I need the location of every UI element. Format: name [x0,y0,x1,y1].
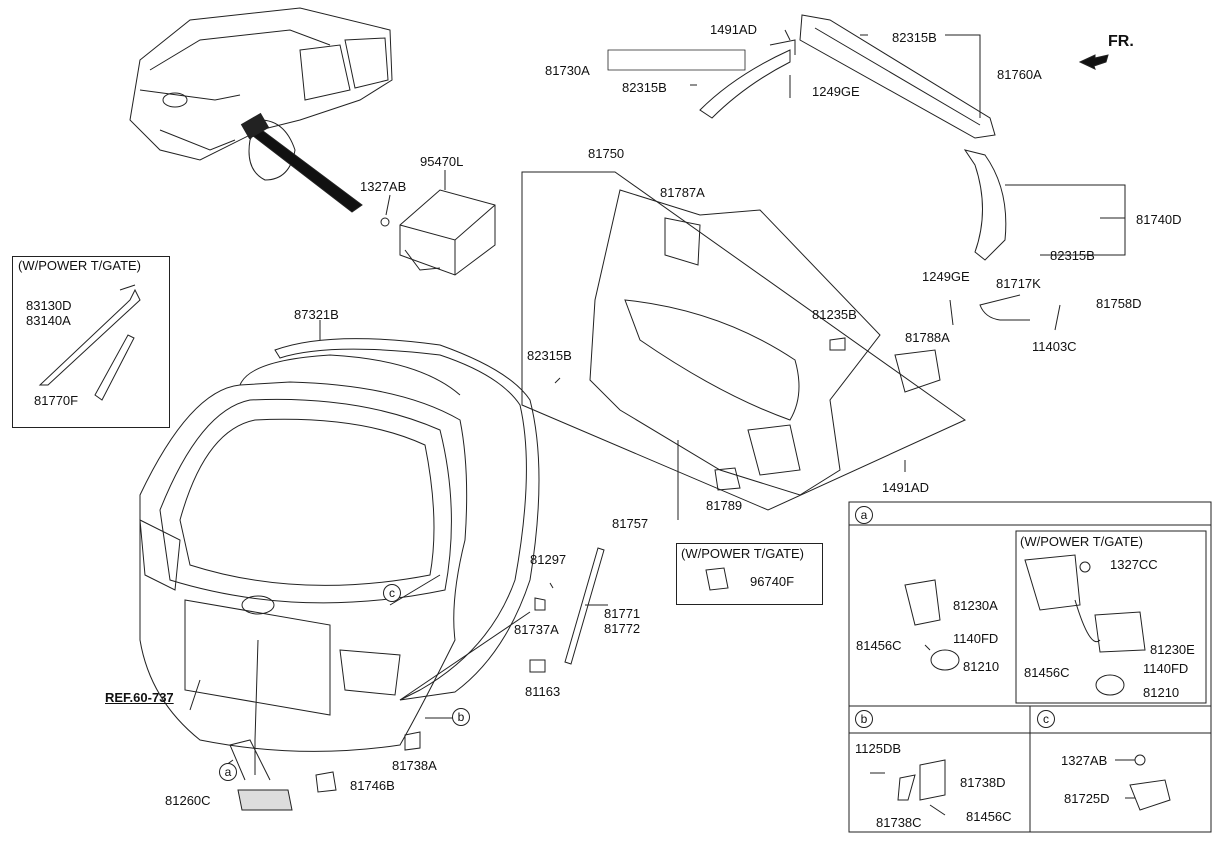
detail-a-81210-b: 81210 [1143,685,1180,700]
detail-a-1140fd: 1140FD [953,631,999,646]
part-81235b: 81235B [812,307,857,322]
detail-b-81738c: 81738C [876,815,922,830]
part-1249ge-top: 1249GE [812,84,860,99]
front-arrow-icon [1078,54,1109,70]
part-81750: 81750 [588,146,625,161]
part-1249ge-mid: 1249GE [922,269,970,284]
callout-a[interactable]: a [219,763,237,781]
ref-label[interactable]: REF.60-737 [105,690,174,705]
detail-a-badge: a [855,506,873,524]
part-1491ad-low: 1491AD [882,480,929,495]
part-81771: 81771 [604,606,641,621]
detail-a-81230a: 81230A [953,598,998,613]
part-81772: 81772 [604,621,641,636]
part-81737a: 81737A [514,622,559,637]
part-81787a: 81787A [660,185,705,200]
weatherstrip-87321b [274,338,540,701]
part-81746b: 81746B [350,778,395,793]
power-tgate-title-96740f: (W/POWER T/GATE) [681,546,805,561]
part-11403c: 11403C [1032,339,1077,354]
detail-a-81456c-b: 81456C [1024,665,1070,680]
part-81740d: 81740D [1136,212,1182,227]
part-81717k: 81717K [996,276,1041,291]
module-95470l [399,189,496,276]
power-tgate-box-96740f [676,543,823,605]
detail-c-81725d: 81725D [1064,791,1110,806]
power-tgate-box [12,256,170,428]
vehicle-sketch [129,7,393,181]
callout-c[interactable]: c [383,584,401,602]
tailgate [139,354,468,752]
part-95470l: 95470L [420,154,464,169]
part-81260c: 81260C [165,793,211,808]
detail-b-81456c: 81456C [966,809,1012,824]
part-82315b-d: 82315B [1050,248,1095,263]
part-83140a: 83140A [26,313,71,328]
part-82315b-top: 82315B [892,30,937,45]
part-81730a: 81730A [545,63,590,78]
detail-a-1327cc: 1327CC [1110,557,1158,572]
molding-81730a [699,49,791,119]
detail-c-1327ab: 1327AB [1061,753,1108,768]
part-81297: 81297 [530,552,567,567]
part-81788a: 81788A [905,330,950,345]
part-81770f: 81770F [34,393,79,408]
strut-81771 [564,547,605,665]
part-87321b: 87321B [294,307,339,322]
part-81789: 81789 [706,498,743,513]
callout-b[interactable]: b [452,708,470,726]
direction-label: FR. [1108,33,1134,50]
part-81757: 81757 [612,516,649,531]
part-1327ab: 1327AB [360,179,407,194]
detail-c-badge: c [1037,710,1055,728]
trim-81740d [963,149,1007,261]
part-81758d: 81758D [1096,296,1142,311]
part-82315b-left: 82315B [527,348,572,363]
part-81760a: 81760A [997,67,1042,82]
detail-a-81230e: 81230E [1150,642,1195,657]
part-81163: 81163 [525,684,561,699]
rail-81760a [799,14,996,139]
part-81738a: 81738A [392,758,437,773]
part-1491ad-top: 1491AD [710,22,757,37]
power-tgate-title-detail-a: (W/POWER T/GATE) [1020,534,1144,549]
part-83130d: 83130D [26,298,72,313]
detail-b-badge: b [855,710,873,728]
power-tgate-title: (W/POWER T/GATE) [18,258,142,273]
vehicle-leader [247,124,363,213]
gate-trim-frame [521,171,966,511]
gate-trim-81750 [589,189,881,496]
detail-a-81210: 81210 [963,659,1000,674]
detail-a-1140fd-b: 1140FD [1143,661,1189,676]
part-82315b-a: 82315B [622,80,667,95]
part-96740f: 96740F [750,574,795,589]
detail-b-1125db: 1125DB [855,741,902,756]
detail-b-81738d: 81738D [960,775,1006,790]
detail-a-81456c: 81456C [856,638,902,653]
